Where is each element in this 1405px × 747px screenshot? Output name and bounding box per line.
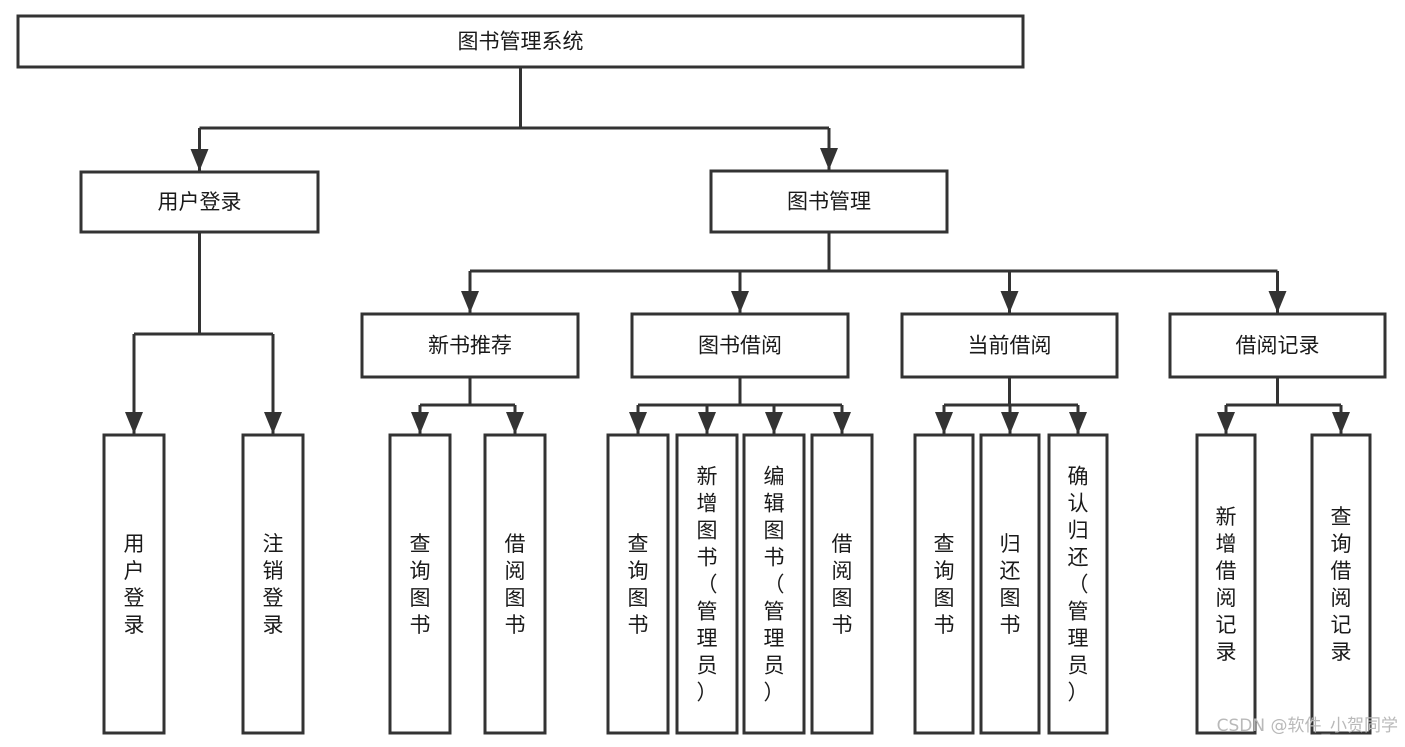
node-root-system-label: 图书管理系统 (458, 30, 584, 54)
node-leaf-query-book-3[interactable]: 查询图书 (913, 433, 975, 735)
node-leaf-confirm-return-rect[interactable] (1047, 433, 1109, 735)
node-book-manage-label: 图书管理 (787, 190, 871, 214)
arrow-head-icon-user-leaf-0 (125, 412, 143, 434)
arrow-head-icon-level3-3 (1268, 291, 1287, 313)
arrow-head-icon-new-book-rec-leaf-0 (411, 412, 429, 434)
node-leaf-edit-book-rect[interactable] (742, 433, 806, 735)
node-borrow-record-rect[interactable] (1168, 312, 1387, 379)
arrow-head-icon-book-borrow-leaf-0 (629, 412, 647, 434)
node-leaf-borrow-book-1-label: 借阅图书 (505, 532, 526, 637)
node-leaf-query-book-1-label: 查询图书 (410, 532, 431, 637)
node-leaf-borrow-book-2[interactable]: 借阅图书 (810, 433, 874, 735)
node-borrow-record-label: 借阅记录 (1236, 334, 1320, 358)
node-book-borrow[interactable]: 图书借阅 (630, 312, 850, 379)
node-new-book-rec[interactable]: 新书推荐 (360, 312, 580, 379)
node-book-borrow-label: 图书借阅 (698, 334, 782, 358)
node-book-borrow-rect[interactable] (630, 312, 850, 379)
arrow-head-icon-user-leaf-1 (264, 412, 282, 434)
node-leaf-add-record[interactable]: 新增借阅记录 (1195, 433, 1257, 735)
watermark-text: CSDN @软件_小贺同学 (1217, 716, 1398, 736)
node-current-borrow-rect[interactable] (900, 312, 1119, 379)
node-current-borrow[interactable]: 当前借阅 (900, 312, 1119, 379)
arrow-head-icon-level3-0 (461, 291, 479, 313)
arrow-head-icon-new-book-rec-leaf-1 (506, 412, 524, 434)
node-leaf-user-logout[interactable]: 注销登录 (241, 433, 305, 735)
arrow-head-icon-current-borrow-leaf-1 (1001, 412, 1019, 434)
node-leaf-query-book-2-label: 查询图书 (628, 532, 649, 637)
arrow-head-icon-level3-1 (731, 291, 749, 313)
node-leaf-query-record[interactable]: 查询借阅记录 (1310, 433, 1372, 735)
node-new-book-rec-label: 新书推荐 (428, 334, 512, 358)
node-leaf-user-logout-label: 注销登录 (263, 532, 284, 637)
arrow-head-icon-level3-2 (1000, 291, 1019, 313)
node-leaf-query-book-3-rect[interactable] (913, 433, 975, 735)
node-leaf-return-book-rect[interactable] (979, 433, 1041, 735)
node-user-login-label: 用户登录 (158, 190, 242, 214)
connector-lines (125, 67, 1350, 434)
node-leaf-borrow-book-1[interactable]: 借阅图书 (483, 433, 547, 735)
node-leaf-add-book-label: 新增图书（管理员） (697, 465, 718, 705)
node-leaf-return-book[interactable]: 归还图书 (979, 433, 1041, 735)
node-new-book-rec-rect[interactable] (360, 312, 580, 379)
arrow-head-icon-borrow-record-leaf-0 (1217, 412, 1235, 434)
node-leaf-borrow-book-1-rect[interactable] (483, 433, 547, 735)
node-leaf-query-book-1-rect[interactable] (388, 433, 452, 735)
node-leaf-add-record-rect[interactable] (1195, 433, 1257, 735)
node-leaf-edit-book-label: 编辑图书（管理员） (764, 465, 785, 705)
node-book-manage-rect[interactable] (709, 169, 949, 234)
node-leaf-query-book-1[interactable]: 查询图书 (388, 433, 452, 735)
node-current-borrow-label: 当前借阅 (968, 334, 1052, 358)
node-leaf-user-login[interactable]: 用户登录 (102, 433, 166, 735)
arrow-head-icon-current-borrow-leaf-0 (935, 412, 953, 434)
node-leaf-add-record-label: 新增借阅记录 (1216, 505, 1237, 664)
node-leaf-query-record-rect[interactable] (1310, 433, 1372, 735)
node-leaf-query-book-2-rect[interactable] (606, 433, 670, 735)
arrow-head-icon-level2-0 (190, 149, 209, 171)
arrow-head-icon-book-borrow-leaf-3 (833, 412, 851, 434)
arrow-head-icon-book-borrow-leaf-1 (698, 412, 716, 434)
node-boxes: 图书管理系统用户登录图书管理新书推荐图书借阅当前借阅借阅记录用户登录注销登录查询… (16, 14, 1387, 735)
node-leaf-query-book-2[interactable]: 查询图书 (606, 433, 670, 735)
node-leaf-query-record-label: 查询借阅记录 (1331, 505, 1352, 664)
node-leaf-borrow-book-2-label: 借阅图书 (832, 532, 853, 637)
node-leaf-edit-book[interactable]: 编辑图书（管理员） (742, 433, 806, 735)
node-leaf-add-book-rect[interactable] (675, 433, 739, 735)
node-leaf-add-book[interactable]: 新增图书（管理员） (675, 433, 739, 735)
node-borrow-record[interactable]: 借阅记录 (1168, 312, 1387, 379)
node-leaf-user-logout-rect[interactable] (241, 433, 305, 735)
node-book-manage[interactable]: 图书管理 (709, 169, 949, 234)
node-leaf-query-book-3-label: 查询图书 (934, 532, 955, 637)
node-leaf-user-login-rect[interactable] (102, 433, 166, 735)
node-leaf-confirm-return-label: 确认归还（管理员） (1068, 465, 1089, 705)
arrow-head-icon-borrow-record-leaf-1 (1332, 412, 1350, 434)
node-leaf-borrow-book-2-rect[interactable] (810, 433, 874, 735)
node-leaf-user-login-label: 用户登录 (124, 532, 145, 637)
arrow-head-icon-book-borrow-leaf-2 (765, 412, 783, 434)
arrow-head-icon-level2-1 (820, 148, 838, 170)
node-user-login-rect[interactable] (79, 170, 320, 234)
node-root-system-rect[interactable] (16, 14, 1025, 69)
node-leaf-return-book-label: 归还图书 (1000, 532, 1021, 637)
node-user-login[interactable]: 用户登录 (79, 170, 320, 234)
node-leaf-confirm-return[interactable]: 确认归还（管理员） (1047, 433, 1109, 735)
arrow-head-icon-current-borrow-leaf-2 (1069, 412, 1087, 434)
node-root-system[interactable]: 图书管理系统 (16, 14, 1025, 69)
